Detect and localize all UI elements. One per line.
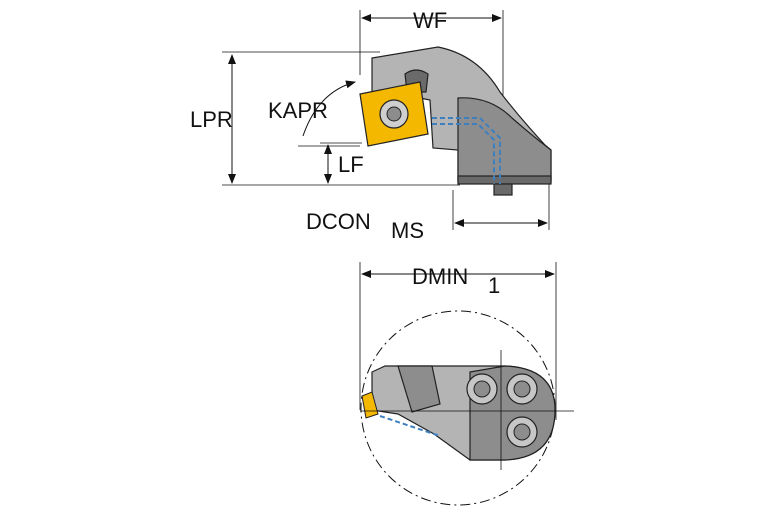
coolant-channel-front (379, 415, 441, 437)
lpr-label: LPR (190, 107, 233, 132)
bore-tool-neck (397, 365, 441, 413)
screw-hole-3-inner (513, 423, 531, 441)
screw-hole-1-inner (473, 380, 491, 398)
lf-label: LF (338, 152, 364, 177)
coolant-channel-bottom (432, 123, 495, 184)
coolant-channel-top (432, 117, 501, 184)
insert-screw-socket (386, 106, 402, 122)
coupling-stud (493, 183, 513, 196)
kapr-label: KAPR (268, 98, 328, 123)
dmin-subscript: 1 (488, 273, 500, 298)
top-view: WF LPR KAPR LF DCON MS (190, 8, 552, 243)
dcon-subscript: MS (391, 218, 424, 243)
bottom-view: DMIN 1 (359, 262, 574, 506)
shank-base (457, 175, 552, 185)
dmin-label: DMIN (412, 264, 468, 289)
wf-label: WF (413, 8, 447, 33)
dcon-label: DCON (306, 209, 371, 234)
screw-hole-2-inner (513, 380, 531, 398)
kapr-angle-arc (302, 80, 356, 137)
